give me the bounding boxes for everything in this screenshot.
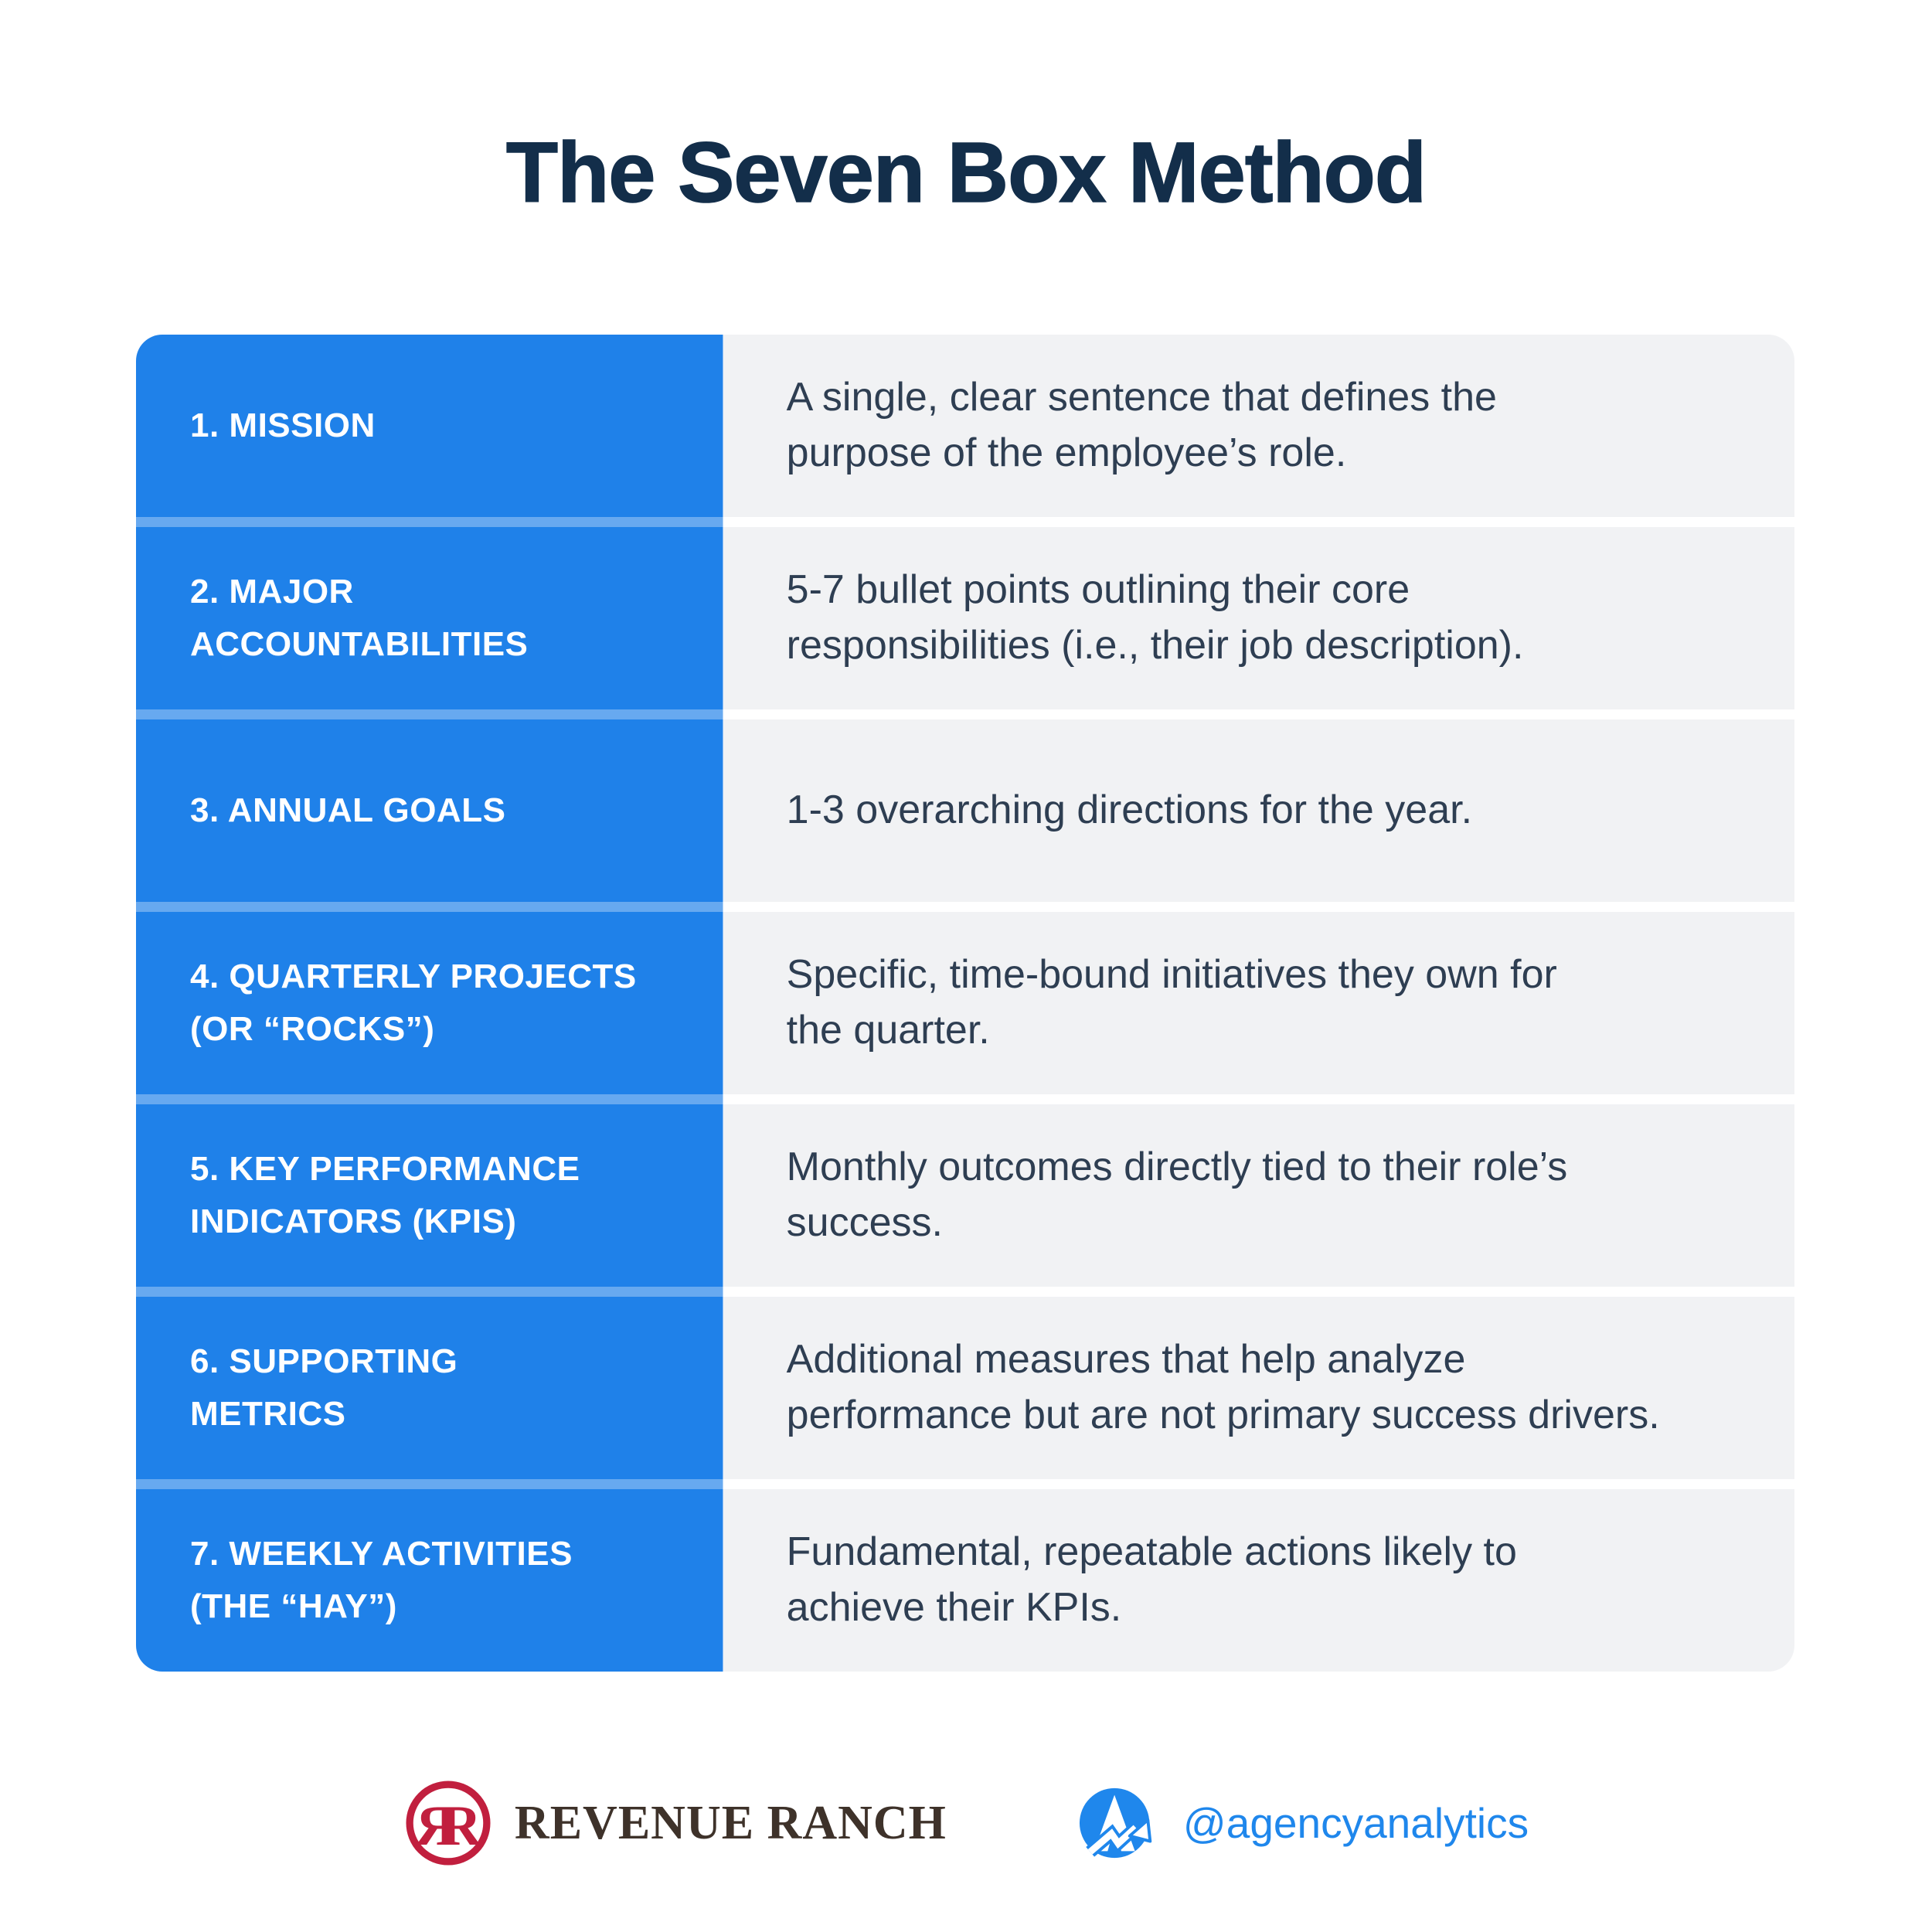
row-label: 5. KEY PERFORMANCE INDICATORS (KPIS) (190, 1149, 580, 1240)
row-label-cell: 6. SUPPORTING METRICS (136, 1297, 723, 1479)
row-description-cell: Fundamental, repeatable actions likely t… (723, 1489, 1794, 1672)
svg-text:R: R (440, 1794, 482, 1858)
row-label-cell: 7. WEEKLY ACTIVITIES (THE “HAY”) (136, 1489, 723, 1672)
table-row: 1. MISSION A single, clear sentence that… (136, 335, 1794, 517)
row-divider (136, 1094, 1794, 1104)
row-label-cell: 1. MISSION (136, 335, 723, 517)
row-label-cell: 3. ANNUAL GOALS (136, 719, 723, 902)
row-label: 7. WEEKLY ACTIVITIES (THE “HAY”) (190, 1534, 573, 1625)
revenue-ranch-monogram-icon: R R (406, 1781, 491, 1866)
row-label: 4. QUARTERLY PROJECTS (OR “ROCKS”) (190, 957, 637, 1048)
row-description: Monthly outcomes directly tied to their … (786, 1145, 1568, 1245)
row-description-cell: Monthly outcomes directly tied to their … (723, 1104, 1794, 1287)
seven-box-table: 1. MISSION A single, clear sentence that… (136, 335, 1794, 1672)
row-label: 3. ANNUAL GOALS (190, 791, 506, 829)
row-description: Fundamental, repeatable actions likely t… (786, 1529, 1517, 1630)
row-description-cell: 1-3 overarching directions for the year. (723, 719, 1794, 902)
table-row: 3. ANNUAL GOALS 1-3 overarching directio… (136, 719, 1794, 902)
row-divider (136, 709, 1794, 719)
table-row: 2. MAJOR ACCOUNTABILITIES 5-7 bullet poi… (136, 527, 1794, 709)
revenue-ranch-wordmark: REVENUE RANCH (514, 1796, 947, 1849)
agencyanalytics-handle: @agencyanalytics (1182, 1799, 1529, 1847)
table-row: 7. WEEKLY ACTIVITIES (THE “HAY”) Fundame… (136, 1489, 1794, 1672)
row-label: 6. SUPPORTING METRICS (190, 1342, 458, 1433)
table-row: 4. QUARTERLY PROJECTS (OR “ROCKS”) Speci… (136, 912, 1794, 1094)
row-divider (136, 1479, 1794, 1489)
row-description-cell: Specific, time-bound initiatives they ow… (723, 912, 1794, 1094)
table-row: 5. KEY PERFORMANCE INDICATORS (KPIS) Mon… (136, 1104, 1794, 1287)
row-label-cell: 5. KEY PERFORMANCE INDICATORS (KPIS) (136, 1104, 723, 1287)
row-label-cell: 4. QUARTERLY PROJECTS (OR “ROCKS”) (136, 912, 723, 1094)
row-description: Specific, time-bound initiatives they ow… (786, 952, 1557, 1053)
row-description-cell: Additional measures that help analyze pe… (723, 1297, 1794, 1479)
row-description: A single, clear sentence that defines th… (786, 375, 1497, 475)
footer: R R REVENUE RANCH @agencyanalytics (0, 1778, 1932, 1868)
row-label: 1. MISSION (190, 406, 376, 444)
row-description: 1-3 overarching directions for the year. (786, 787, 1473, 833)
row-description: 5-7 bullet points outlining their core r… (786, 567, 1524, 668)
page-title: The Seven Box Method (505, 124, 1427, 221)
row-description-cell: A single, clear sentence that defines th… (723, 335, 1794, 517)
table-row: 6. SUPPORTING METRICS Additional measure… (136, 1297, 1794, 1479)
agencyanalytics-brand: @agencyanalytics (1078, 1784, 1529, 1862)
row-description-cell: 5-7 bullet points outlining their core r… (723, 527, 1794, 709)
row-label-cell: 2. MAJOR ACCOUNTABILITIES (136, 527, 723, 709)
row-description: Additional measures that help analyze pe… (786, 1337, 1660, 1437)
row-label: 2. MAJOR ACCOUNTABILITIES (190, 572, 529, 663)
row-divider (136, 517, 1794, 527)
revenue-ranch-brand: R R REVENUE RANCH (403, 1778, 947, 1868)
agencyanalytics-logo-icon (1079, 1787, 1152, 1859)
row-divider (136, 1287, 1794, 1297)
svg-text:R: R (413, 1794, 456, 1858)
row-divider (136, 902, 1794, 912)
